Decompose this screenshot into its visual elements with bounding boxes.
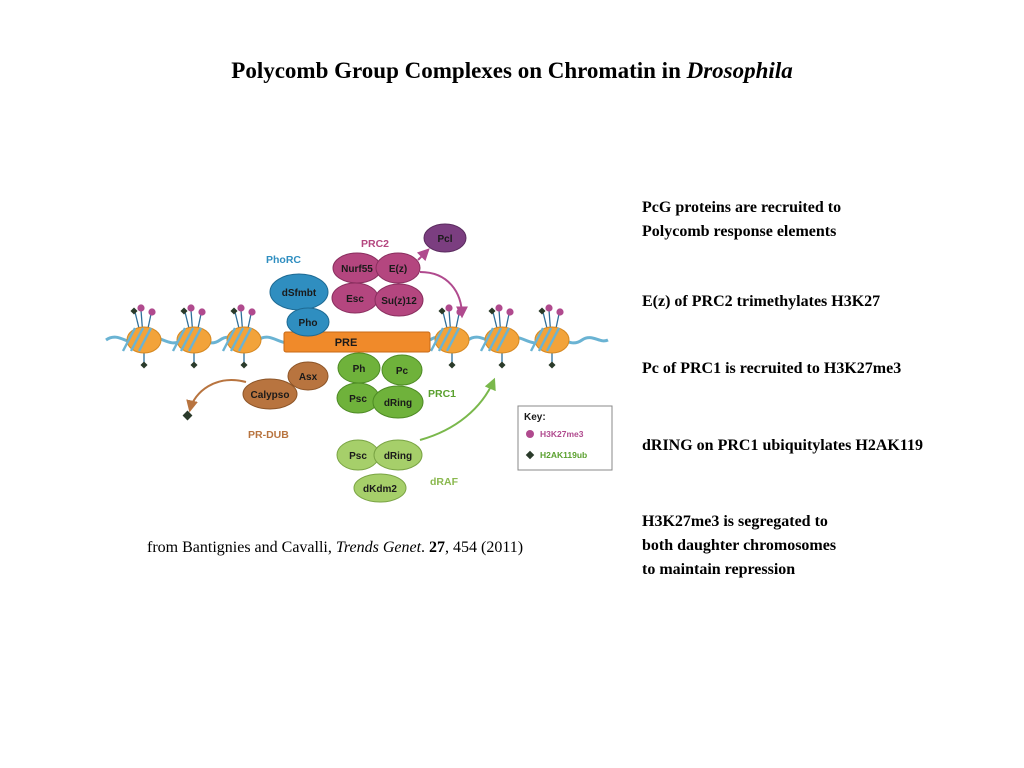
nucleosome: [121, 304, 162, 369]
nucleosome: [479, 304, 520, 369]
dsfmbt-label: dSfmbt: [282, 288, 317, 299]
citation-prefix: from Bantignies and Cavalli,: [147, 539, 332, 556]
bullet-4-line-1: dRING on PRC1 ubiquitylates H2AK119: [642, 437, 923, 454]
prdub-label: PR-DUB: [248, 429, 289, 441]
removed-ub-mark: [182, 410, 193, 421]
psc2-label: Psc: [349, 451, 367, 462]
bullet-2-line-1: E(z) of PRC2 trimethylates H3K27: [642, 293, 881, 310]
citation-volume: 27: [429, 539, 446, 556]
bullet-5-line-3: to maintain repression: [642, 561, 796, 578]
polycomb-diagram: PRE PhoRC PRC2 PRC1 PR-DUB dRAF Nurf55 E…: [105, 223, 613, 503]
key-h2ak119ub: H2AK119ub: [540, 450, 587, 460]
dkdm2-protein: [353, 473, 407, 503]
nurf55-label: Nurf55: [341, 264, 373, 275]
title-main: Polycomb Group Complexes on Chromatin in: [231, 58, 681, 83]
nucleosome: [171, 304, 212, 369]
suz12-protein: [374, 283, 424, 317]
psc-label: Psc: [349, 394, 367, 405]
bullet-5-line-2: both daughter chromosomes: [642, 537, 837, 554]
phorc-complex: dSfmbt Pho: [269, 273, 330, 337]
ez-protein: [375, 252, 421, 284]
prc1-label: PRC1: [428, 388, 456, 400]
pcl-protein: [423, 223, 467, 253]
dring-label: dRing: [384, 398, 412, 409]
bullet-5-line-1: H3K27me3 is segregated to: [642, 513, 828, 530]
nucleosome-group: [121, 304, 570, 369]
nucleosome: [529, 304, 570, 369]
pre-element: PRE: [283, 331, 431, 353]
ph-label: Ph: [353, 364, 366, 375]
pho-label: Pho: [299, 318, 318, 329]
deubiquitylation-arrow: [186, 379, 247, 413]
pc-label: Pc: [396, 366, 409, 377]
calypso-label: Calypso: [251, 390, 290, 401]
pc-protein: [381, 354, 423, 386]
asx-protein: [287, 361, 329, 391]
citation-pages: , 454 (2011): [445, 539, 524, 556]
pcl-protein-group: Pcl: [423, 223, 467, 253]
calypso-protein: [242, 378, 298, 410]
pcl-label: Pcl: [437, 234, 452, 245]
prc2-label: PRC2: [361, 238, 389, 250]
citation: from Bantignies and Cavalli, Trends Gene…: [147, 538, 523, 558]
dring2-protein: [373, 439, 423, 471]
key-h3k27me3: H3K27me3: [540, 429, 584, 439]
draf-label: dRAF: [430, 476, 459, 488]
citation-sep: .: [421, 539, 426, 556]
ez-label: E(z): [389, 264, 407, 275]
phorc-label: PhoRC: [266, 254, 301, 266]
nucleosome: [221, 304, 262, 369]
key-title: Key:: [524, 412, 546, 423]
suz12-label: Su(z)12: [381, 296, 417, 307]
pre-label: PRE: [335, 337, 358, 349]
title-italic: Drosophila: [686, 58, 793, 83]
methylation-arrow: [419, 271, 468, 319]
bullet-3-line-1: Pc of PRC1 is recruited to H3K27me3: [642, 360, 902, 377]
citation-journal: Trends Genet: [335, 539, 422, 556]
bullet-1-line-1: PcG proteins are recruited to: [642, 199, 842, 216]
prc2-complex: Nurf55 E(z) Esc Su(z)12: [331, 252, 424, 317]
legend-key: Key: H3K27me3 H2AK119ub: [517, 405, 613, 471]
bullet-1-line-2: Polycomb response elements: [642, 223, 837, 240]
draf-complex: Psc dRing dKdm2: [336, 439, 423, 503]
asx-label: Asx: [299, 372, 318, 383]
dkdm2-label: dKdm2: [363, 484, 397, 495]
prc1-complex: Ph Pc Psc dRing: [336, 352, 424, 419]
nucleosome: [429, 304, 470, 369]
prdub-complex: Asx Calypso: [242, 361, 329, 410]
pcl-arrow: [416, 248, 430, 262]
dring2-label: dRing: [384, 451, 412, 462]
prc1-recruit-arrow: [419, 377, 496, 441]
h2ak119ub-key-symbol: [525, 450, 535, 460]
h3k27me3-key-symbol: [526, 430, 534, 438]
dring-protein: [372, 385, 424, 419]
esc-label: Esc: [346, 294, 364, 305]
slide-title: Polycomb Group Complexes on Chromatin in…: [0, 58, 1024, 84]
pho-protein: [286, 307, 330, 337]
